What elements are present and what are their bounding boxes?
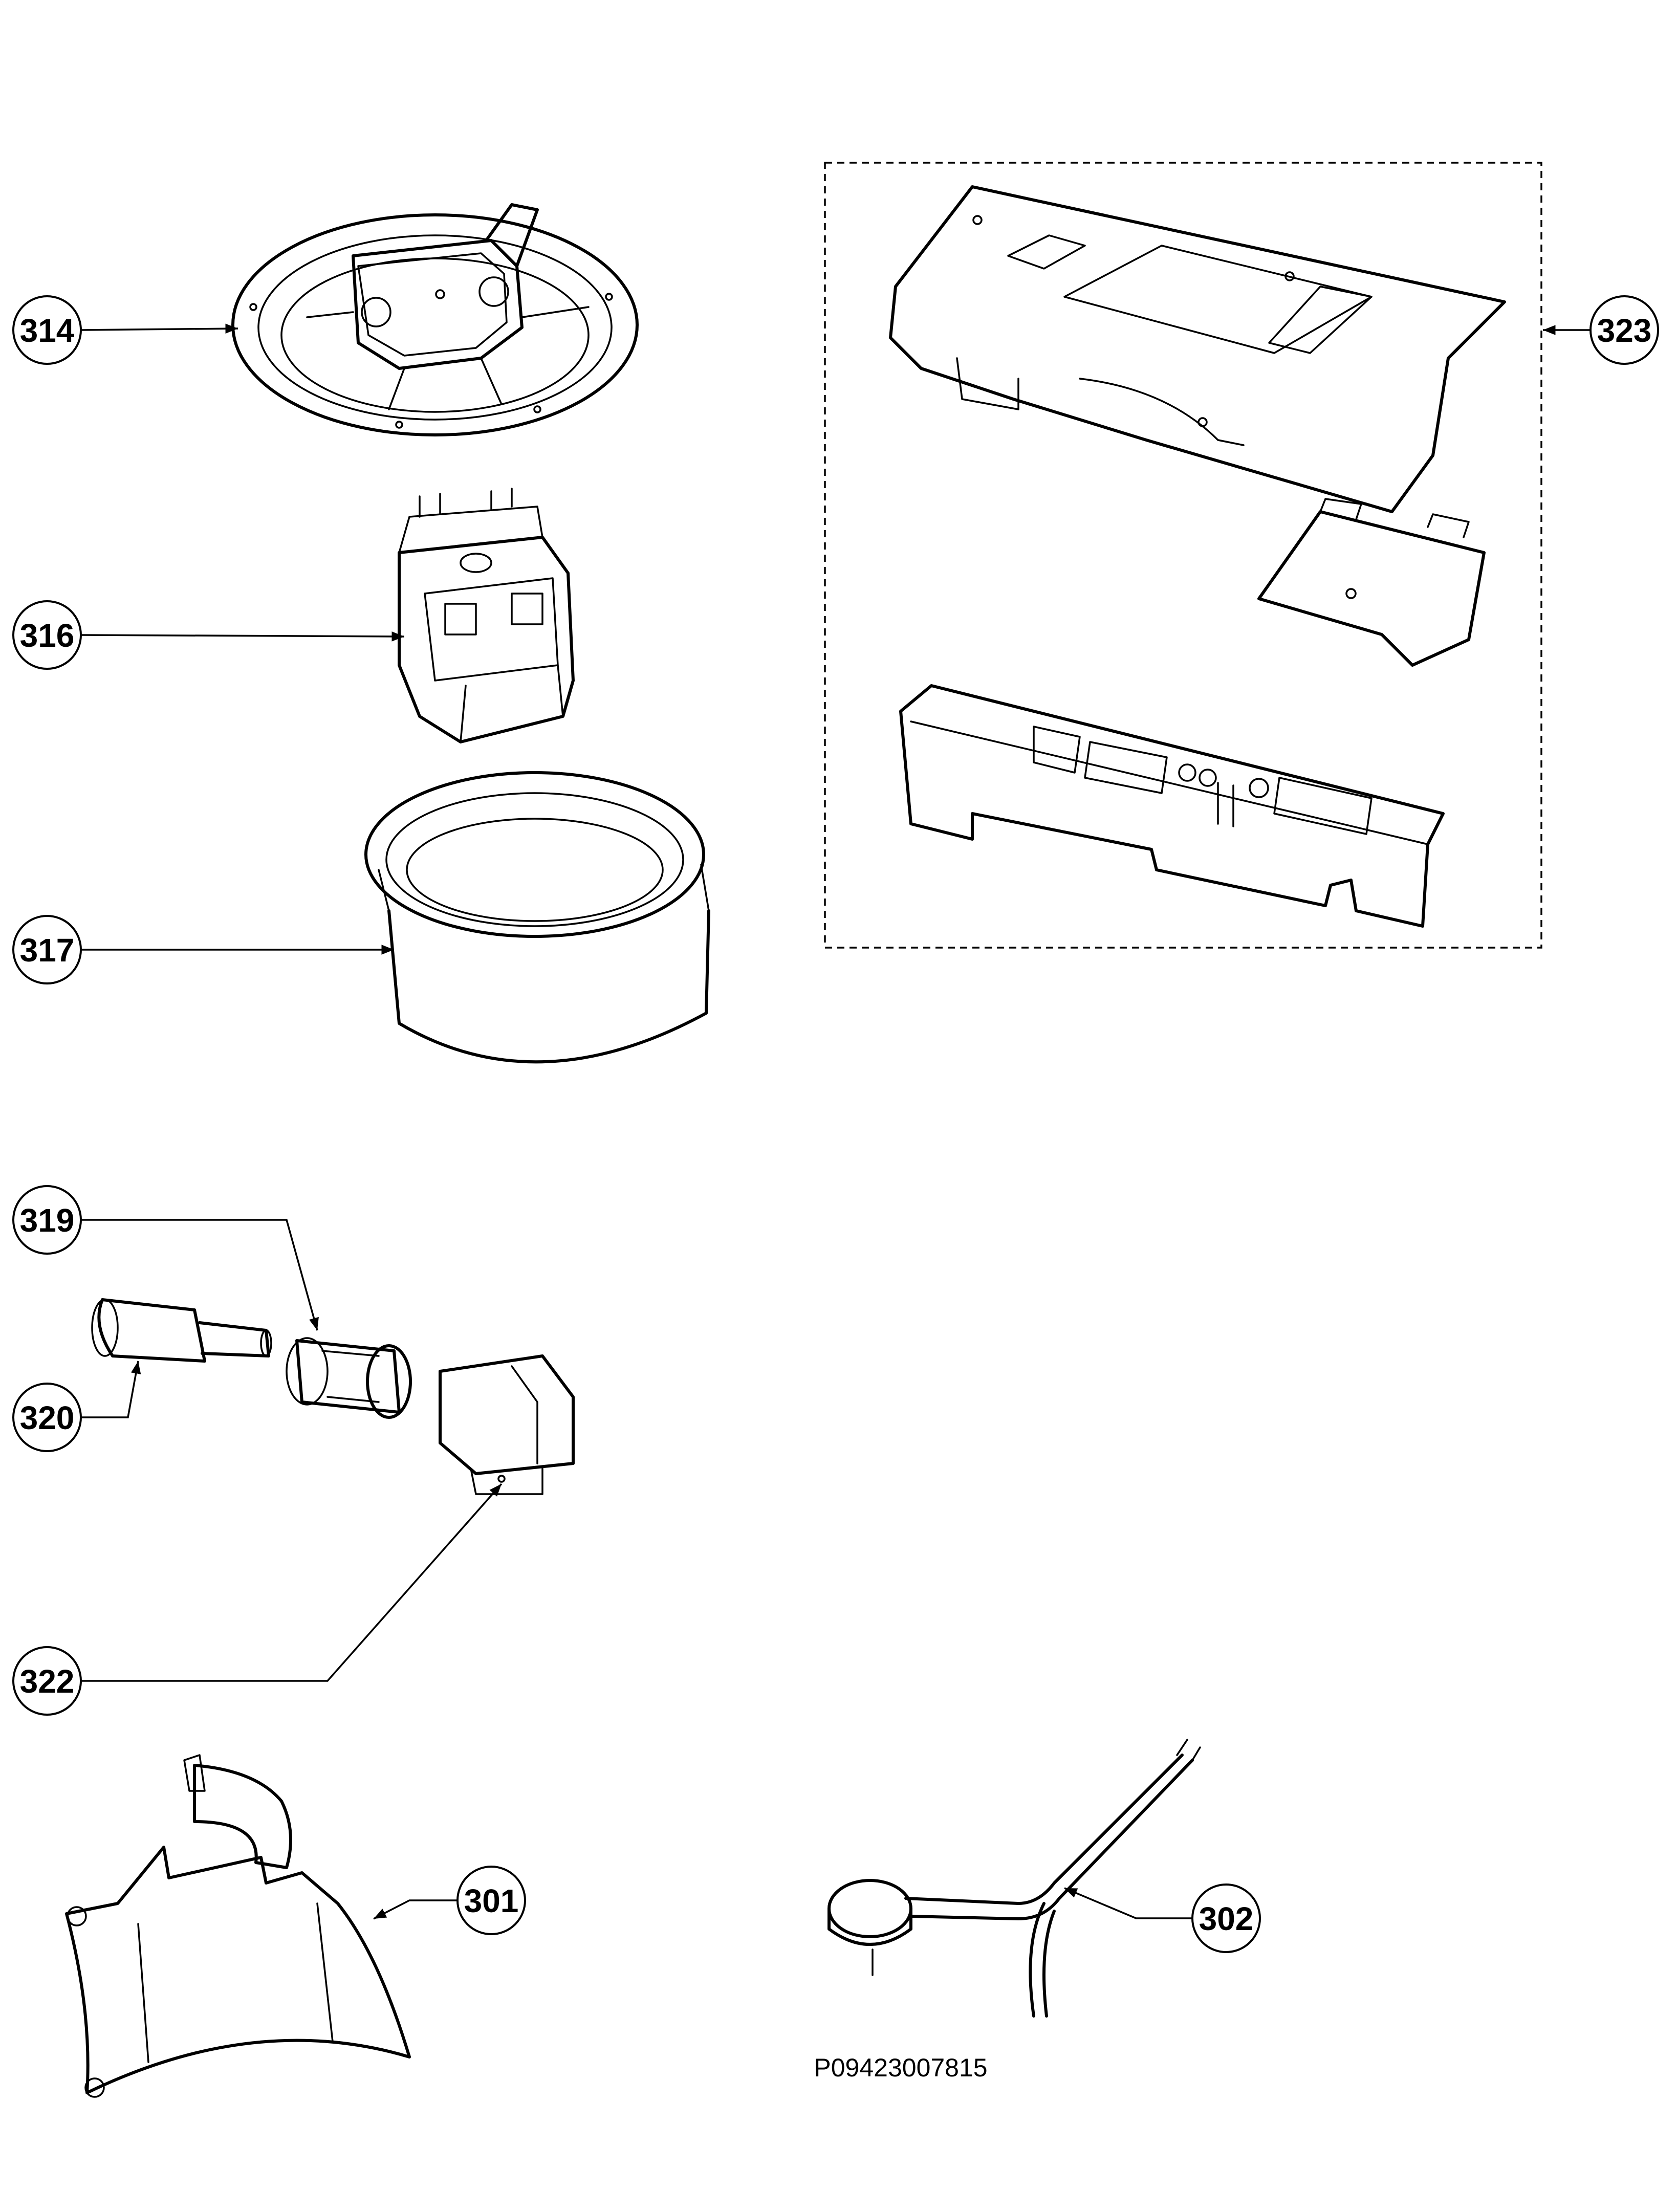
part-317-cylindrical-cup (364, 771, 710, 1064)
callout-320: 320 (12, 1383, 82, 1452)
callout-322: 322 (12, 1646, 82, 1716)
part-314-mounting-ring (231, 203, 639, 436)
svg-text:320: 320 (20, 1399, 75, 1436)
callout-301: 301 (456, 1866, 526, 1935)
callout-323: 323 (1589, 295, 1659, 365)
leader-lines (80, 323, 1591, 1920)
svg-text:319: 319 (20, 1202, 75, 1239)
svg-text:323: 323 (1597, 312, 1652, 349)
svg-text:301: 301 (464, 1882, 519, 1919)
svg-text:314: 314 (20, 312, 75, 349)
callout-319: 319 (12, 1185, 82, 1255)
part-301-curved-shroud (65, 1754, 411, 2098)
part-320-pin (91, 1298, 272, 1363)
svg-text:317: 317 (20, 932, 75, 969)
drawing-code: P09423007815 (814, 2053, 987, 2082)
part-302-sensor-cable (827, 1739, 1201, 2018)
part-319-bushing (286, 1337, 412, 1419)
svg-text:302: 302 (1199, 1900, 1254, 1937)
part-316-relay-block (398, 488, 575, 743)
part-323-control-module (824, 162, 1542, 949)
svg-text:322: 322 (20, 1663, 75, 1700)
callout-314: 314 (12, 295, 82, 365)
callout-316: 316 (12, 600, 82, 670)
callout-302: 302 (1191, 1884, 1261, 1953)
part-322-bracket (439, 1354, 575, 1495)
callout-317: 317 (12, 915, 82, 984)
svg-text:316: 316 (20, 617, 75, 654)
